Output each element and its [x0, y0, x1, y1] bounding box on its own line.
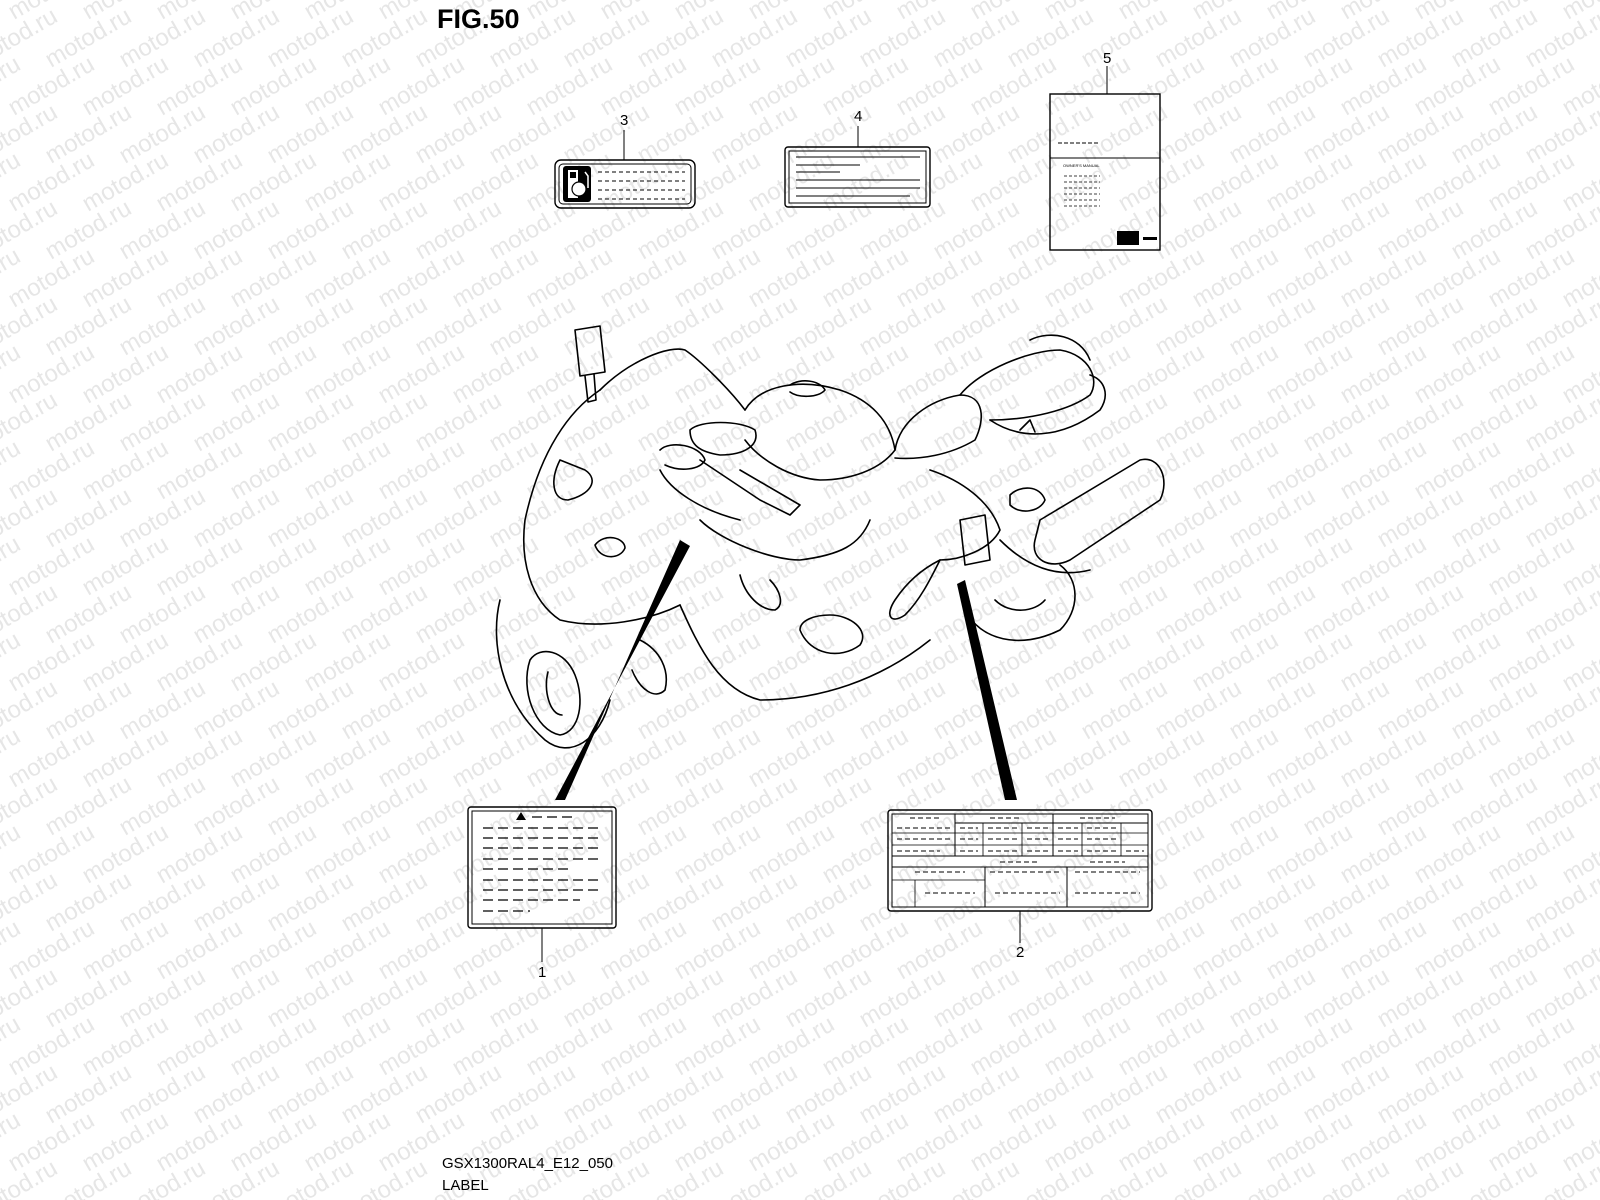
- fuel-pump-icon: [563, 166, 591, 202]
- item-5-owners-manual: [1049, 66, 1161, 251]
- label-2-spec-table: [887, 809, 1153, 943]
- label-4-info: [784, 126, 931, 208]
- figure-title: FIG.50: [437, 4, 520, 34]
- warning-triangle-icon: [516, 812, 526, 820]
- label-3-fuel: [554, 130, 696, 209]
- motorcycle-illustration: [495, 325, 1165, 749]
- manual-logo-icon: [1117, 231, 1139, 245]
- callout-4: 4: [854, 108, 863, 125]
- label-1-warning: [467, 806, 617, 962]
- callout-1: 1: [538, 964, 547, 981]
- figure-name: LABEL: [442, 1177, 489, 1194]
- pointer-wedge-2: [957, 580, 1017, 800]
- callout-3: 3: [620, 112, 629, 129]
- callout-2: 2: [1016, 944, 1025, 961]
- figure-code: GSX1300RAL4_E12_050: [442, 1155, 613, 1172]
- pointer-wedge-1: [555, 540, 690, 800]
- manual-heading: OWNER'S MANUAL: [1063, 163, 1100, 168]
- callout-5: 5: [1103, 50, 1112, 67]
- pointer-wedges: [555, 540, 1017, 800]
